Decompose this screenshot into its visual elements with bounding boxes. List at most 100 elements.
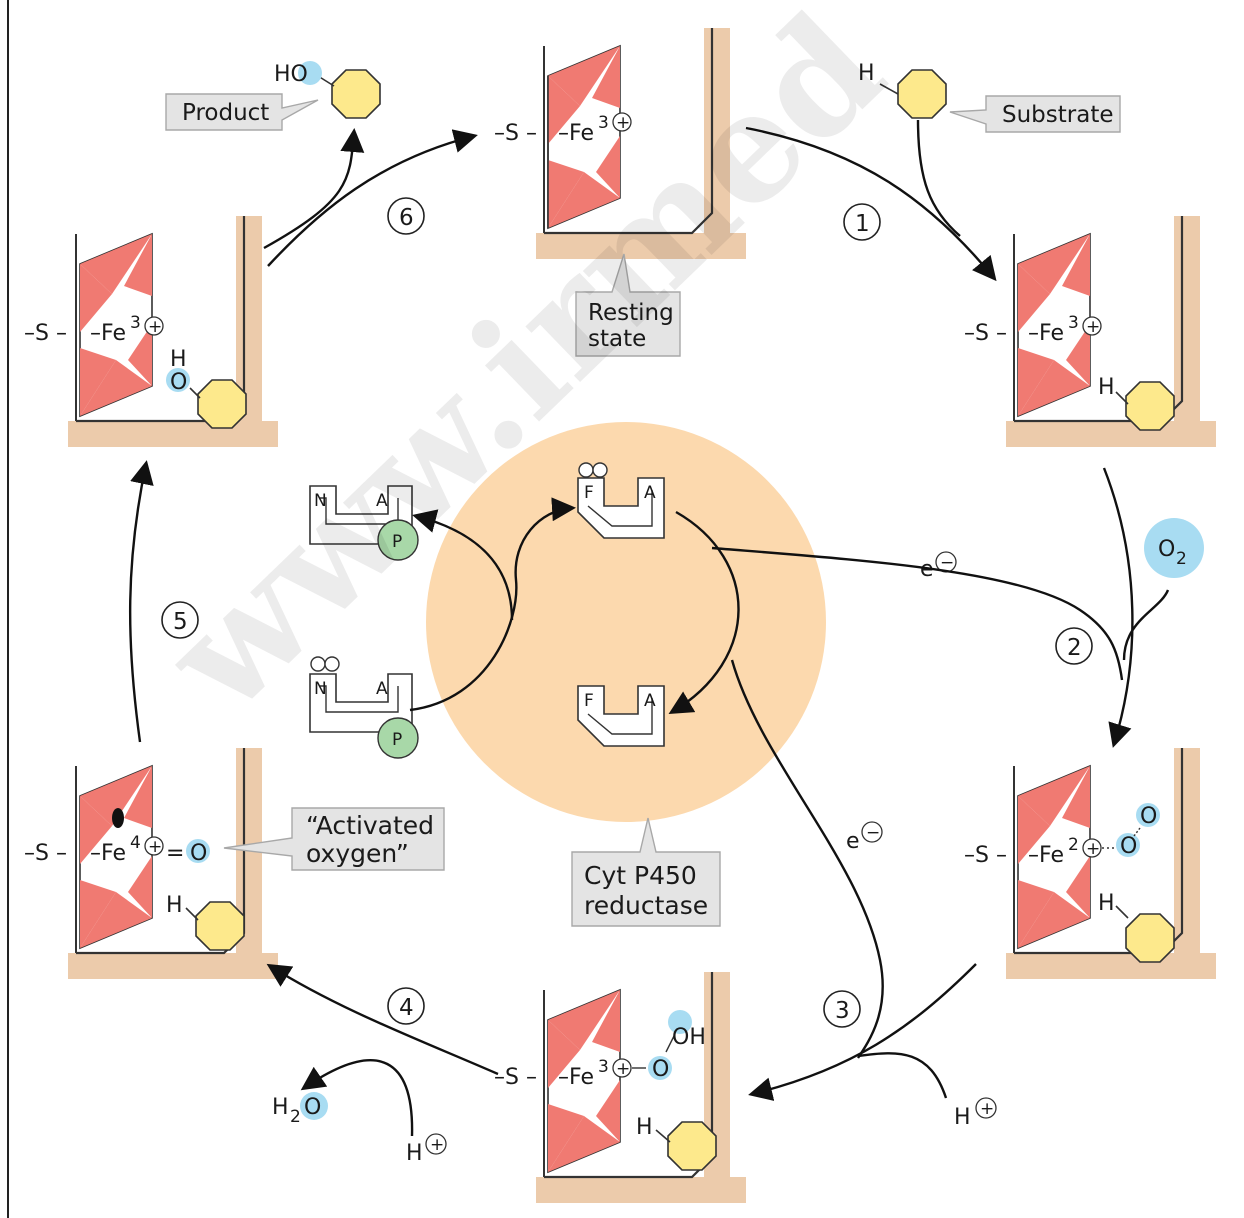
- plus-resting: +: [616, 113, 630, 133]
- ox-state-r1: 3: [1068, 313, 1079, 333]
- oxygen-bubble-o2-b: [1116, 833, 1140, 857]
- nadph-p-label: P: [392, 730, 402, 750]
- step-5-label: 5: [173, 609, 188, 635]
- o-label-r2a: O: [1140, 804, 1157, 829]
- substrate-octagon-right-top: [1125, 381, 1175, 431]
- water-subscript: 2: [290, 1107, 301, 1127]
- arrow-step2: [1102, 467, 1134, 748]
- arrow-step3: [748, 963, 977, 1101]
- product-octagon-top: [331, 69, 381, 119]
- sulfur-label-l2: –S –: [24, 841, 67, 866]
- water-h: H: [272, 1095, 289, 1120]
- ox-state-l1: 3: [130, 313, 141, 333]
- ox-state-b: 3: [598, 1057, 609, 1077]
- sulfur-label-r1: –S –: [964, 321, 1007, 346]
- pocket-peroxo: [536, 972, 746, 1203]
- step-1-label: 1: [855, 211, 870, 237]
- h-label-b: H: [636, 1115, 653, 1140]
- step-4: 4: [387, 987, 425, 1025]
- substrate-octagon-top: [897, 69, 947, 119]
- arrow-water-out: [300, 1059, 414, 1137]
- substrate-octagon-right-bottom: [1125, 913, 1175, 963]
- reductase-circle: [426, 422, 826, 822]
- callout-reductase: Cyt P450 reductase: [571, 817, 721, 927]
- h-label-l1: H: [170, 347, 187, 372]
- sulfur-label-r2: –S –: [964, 843, 1007, 868]
- sulfur-label-l1: –S –: [24, 321, 67, 346]
- fe-label-b: –Fe: [558, 1065, 594, 1090]
- step-6: 6: [387, 197, 425, 235]
- oxygen-bubble-ho: [298, 61, 322, 85]
- arrow-fadh2-to-fad: [668, 510, 740, 715]
- ho-label-product: HO: [274, 62, 308, 87]
- o2-label: O: [1158, 537, 1175, 562]
- oxygen-bubble-ooh-b: [648, 1056, 672, 1080]
- nadph-n-label: N: [314, 679, 327, 699]
- ox-state-l2: 4: [130, 833, 141, 853]
- callout-product: Product: [165, 93, 319, 131]
- nadph-a-label: A: [376, 679, 388, 699]
- callout-activated: “Activated oxygen”: [223, 807, 445, 871]
- nadp-n-label: N: [314, 491, 327, 511]
- nadp-cofactor: N A P: [309, 485, 419, 561]
- arrow-step4: [266, 963, 499, 1076]
- plus-b: +: [616, 1059, 630, 1079]
- step-1: 1: [843, 203, 881, 241]
- substrate-octagon-left-bottom: [195, 901, 245, 951]
- radical-dot: [112, 808, 124, 828]
- fadh2-cofactor: F A: [577, 462, 665, 539]
- oxygen-bubble-left: [166, 368, 190, 392]
- equals-l2: =: [166, 841, 184, 866]
- oxygen-bubble-o2-a: [1136, 803, 1160, 827]
- ox-state-r2: 2: [1068, 835, 1079, 855]
- plus-l1: +: [148, 317, 162, 337]
- pocket-product-bound: [68, 216, 278, 447]
- arrow-nadph-to-fad: [409, 497, 576, 712]
- fe-label-resting: –Fe: [558, 121, 594, 146]
- pocket-substrate-bound: [1006, 216, 1216, 447]
- o-label-l1: O: [170, 370, 187, 395]
- ox-state-resting: 3: [598, 113, 609, 133]
- step-5: 5: [161, 601, 199, 639]
- step-3-label: 3: [835, 998, 850, 1024]
- fadh2-f-label: F: [584, 483, 594, 503]
- callout-reductase-line2: reductase: [584, 891, 708, 920]
- callout-product-label: Product: [182, 100, 269, 126]
- oh-label-b: OH: [672, 1025, 706, 1050]
- arrow-product-out: [263, 128, 365, 250]
- nadp-a-label: A: [376, 491, 388, 511]
- oxygen-bubble-ooh-a: [668, 1010, 692, 1034]
- fad-a-label: A: [644, 691, 656, 711]
- sulfur-label-resting: –S –: [494, 121, 537, 146]
- arrow-step6: [267, 129, 478, 267]
- fadh2-a-label: A: [644, 483, 656, 503]
- step-2: 2: [1055, 627, 1093, 665]
- callout-reductase-line1: Cyt P450: [584, 861, 697, 890]
- fe-label-l1: –Fe: [90, 321, 126, 346]
- fe-label-r1: –Fe: [1028, 321, 1064, 346]
- arrow-electron-1: [711, 546, 1124, 681]
- arrow-step1: [745, 126, 997, 282]
- h-label-r1: H: [1098, 375, 1115, 400]
- callout-activated-line2: oxygen”: [306, 839, 409, 868]
- product-octagon-left-top: [197, 379, 247, 429]
- proton-left-h: H: [406, 1141, 423, 1166]
- pocket-resting: [536, 28, 746, 259]
- arrow-proton-in-right: [857, 1052, 948, 1099]
- oxygen-bubble-water: [300, 1092, 328, 1120]
- nadp-p-label: P: [392, 532, 402, 552]
- plus-r2: +: [1086, 839, 1100, 859]
- arrow-to-nadp: [412, 509, 514, 621]
- fe-label-l2: –Fe: [90, 841, 126, 866]
- plus-r1: +: [1086, 317, 1100, 337]
- electron-minus-2: −: [866, 823, 880, 843]
- electron-label-2: e: [846, 829, 860, 854]
- electron-label-1: e: [920, 557, 934, 582]
- fad-f-label: F: [584, 691, 594, 711]
- step-6-label: 6: [399, 205, 414, 231]
- step-2-label: 2: [1067, 635, 1082, 661]
- callout-activated-line1: “Activated: [306, 811, 434, 840]
- fad-cofactor: F A: [577, 685, 665, 747]
- sulfur-label-b: –S –: [494, 1065, 537, 1090]
